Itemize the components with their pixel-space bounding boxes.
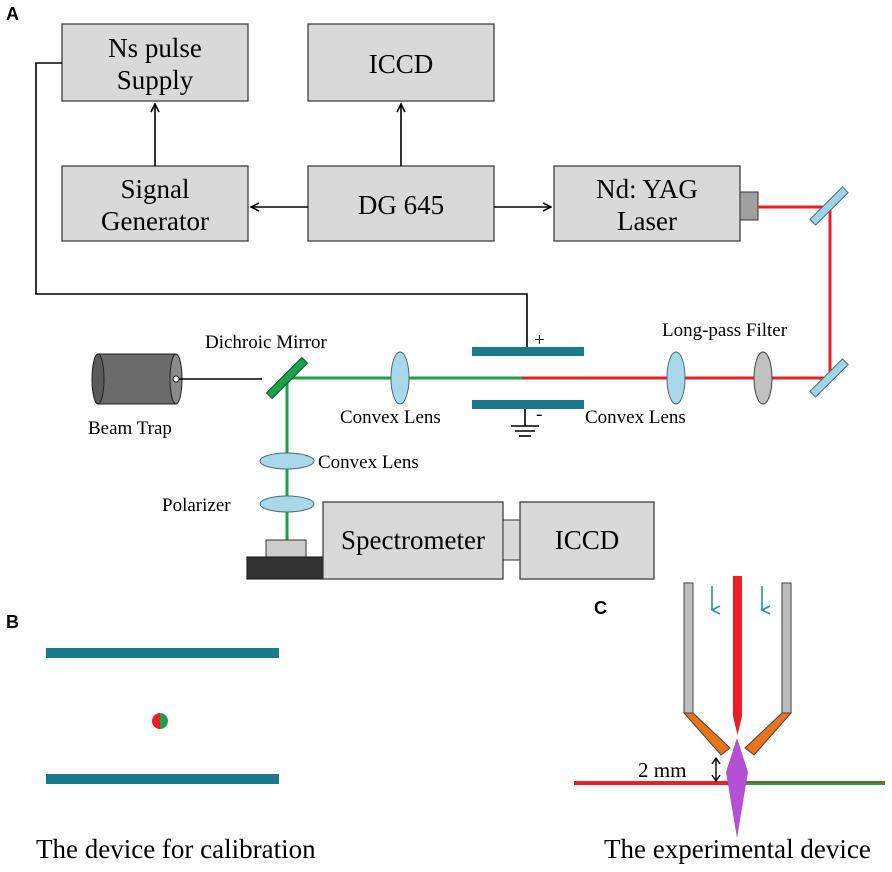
dichroic-mirror bbox=[265, 356, 309, 400]
long-pass-filter-label: Long-pass Filter bbox=[662, 320, 788, 341]
gap-dimension-marker bbox=[711, 756, 721, 783]
electrode-top bbox=[472, 347, 584, 356]
calib-electrode-top bbox=[46, 648, 279, 658]
nozzle-wall-right bbox=[781, 582, 792, 714]
plasma-discharge bbox=[726, 738, 748, 838]
convex-lens-vertical bbox=[259, 452, 315, 470]
minus-sign: - bbox=[536, 404, 542, 425]
signal-gen-line1: Signal bbox=[120, 174, 189, 204]
spectrometer-slit bbox=[265, 539, 307, 558]
convex-lens-vertical-label: Convex Lens bbox=[318, 452, 419, 473]
laser-aperture bbox=[739, 191, 759, 221]
electrode-bottom bbox=[472, 400, 584, 409]
convex-lens-right bbox=[666, 351, 686, 405]
dichroic-mirror-label: Dichroic Mirror bbox=[205, 332, 328, 353]
spectrometer-label: Spectrometer bbox=[341, 525, 485, 555]
panel-label-c: C bbox=[594, 598, 607, 618]
beam-trap-label: Beam Trap bbox=[88, 418, 172, 439]
hv-wire bbox=[35, 62, 528, 347]
mirror-bottom-right bbox=[809, 358, 849, 398]
convex-lens-right-label: Convex Lens bbox=[585, 407, 686, 428]
convex-lens-left bbox=[390, 351, 410, 405]
signal-generator-box: Signal Generator bbox=[61, 165, 249, 242]
polarizer bbox=[259, 495, 315, 513]
ndyag-line2: Laser bbox=[617, 206, 677, 236]
gap-label: 2 mm bbox=[638, 758, 686, 782]
polarizer-label: Polarizer bbox=[162, 495, 231, 516]
long-pass-filter bbox=[753, 351, 773, 405]
panel-label-b: B bbox=[6, 612, 19, 632]
spectrometer-coupler bbox=[502, 519, 521, 561]
exp-vertical-laser-tip bbox=[733, 716, 742, 735]
caption-experimental: The experimental device bbox=[604, 834, 871, 864]
convex-lens-left-label: Convex Lens bbox=[340, 407, 441, 428]
ns-pulse-line2: Supply bbox=[117, 65, 194, 95]
nozzle-wall-left bbox=[683, 582, 694, 714]
ndyag-laser-box: Nd: YAG Laser bbox=[553, 165, 759, 242]
ns-pulse-supply-box: Ns pulse Supply bbox=[61, 23, 249, 102]
spectrometer-box: Spectrometer bbox=[322, 501, 504, 580]
dg645-box: DG 645 bbox=[307, 165, 495, 242]
plus-sign: + bbox=[534, 330, 545, 351]
panel-label-a: A bbox=[6, 4, 19, 24]
beam-trap bbox=[91, 353, 183, 405]
ndyag-line1: Nd: YAG bbox=[596, 174, 698, 204]
iccd-top-box: ICCD bbox=[307, 23, 495, 102]
mirror-top-right bbox=[809, 186, 849, 226]
nozzle-tip-left bbox=[682, 712, 731, 756]
signal-gen-line2: Generator bbox=[101, 206, 209, 236]
ns-pulse-line1: Ns pulse bbox=[108, 33, 202, 63]
calib-electrode-bottom bbox=[46, 774, 279, 784]
iccd-bottom-box: ICCD bbox=[519, 501, 655, 580]
exp-vertical-laser bbox=[733, 576, 742, 716]
caption-calibration: The device for calibration bbox=[36, 834, 316, 864]
dg645-label: DG 645 bbox=[358, 190, 444, 220]
iccd-top-label: ICCD bbox=[369, 49, 434, 79]
iccd-bottom-label: ICCD bbox=[555, 525, 620, 555]
calibration-focal-spot bbox=[152, 713, 168, 729]
spectrometer-base bbox=[246, 556, 324, 580]
nozzle-tip-right bbox=[744, 712, 793, 756]
ground-symbol bbox=[511, 409, 539, 437]
